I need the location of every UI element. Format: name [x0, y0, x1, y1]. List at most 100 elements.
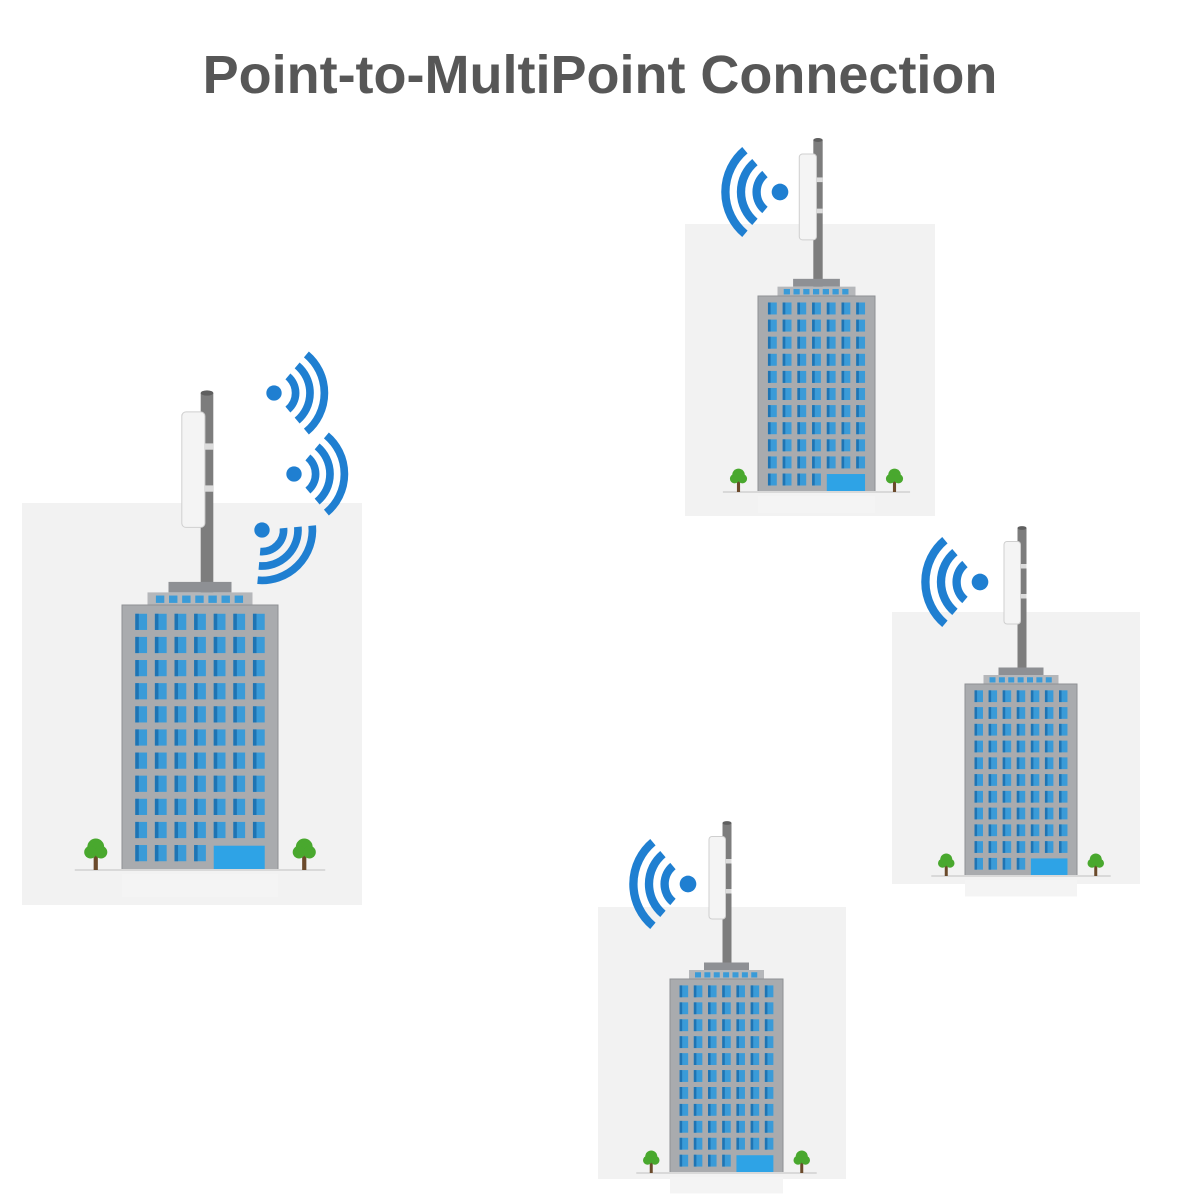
window-shade	[213, 706, 218, 723]
window-shade	[154, 683, 159, 700]
window-shade	[194, 775, 198, 792]
window	[856, 336, 866, 349]
window-shade	[708, 1087, 711, 1099]
tree-crown	[729, 474, 740, 484]
window	[732, 972, 739, 978]
window-shade	[841, 456, 845, 469]
window	[974, 690, 983, 703]
window-shade	[736, 1036, 740, 1049]
window-shade	[693, 1036, 697, 1049]
window	[174, 729, 187, 746]
window-shade	[750, 1002, 754, 1015]
window	[1059, 740, 1068, 753]
window-shade	[974, 723, 978, 736]
window-shade	[1030, 841, 1034, 853]
window-shade	[154, 613, 159, 630]
tree-icon	[793, 1150, 810, 1173]
antenna-pole	[1017, 528, 1027, 684]
page-title: Point-to-MultiPoint Connection	[202, 45, 998, 105]
tree-icon	[1087, 853, 1104, 876]
window	[679, 1137, 689, 1150]
window	[767, 388, 777, 400]
window-shade	[782, 319, 786, 332]
window-shade	[1044, 807, 1048, 820]
window	[812, 319, 821, 332]
window-shade	[722, 1120, 725, 1133]
tree-trunk	[649, 1161, 653, 1173]
window	[988, 757, 998, 770]
window-shade	[154, 775, 159, 792]
door	[826, 474, 866, 492]
window-shade	[797, 456, 801, 469]
window-shade	[856, 456, 859, 469]
window	[797, 422, 807, 435]
window	[783, 288, 790, 295]
antenna-icon	[181, 411, 214, 528]
reflection	[122, 874, 278, 898]
window-shade	[1044, 757, 1048, 770]
window-shade	[974, 757, 978, 770]
window	[826, 388, 836, 400]
window	[1030, 790, 1040, 803]
window-shade	[693, 1137, 697, 1150]
window	[767, 456, 777, 469]
window	[856, 319, 866, 332]
window-shade	[1059, 707, 1062, 719]
window	[713, 972, 720, 978]
window-shade	[764, 1103, 768, 1116]
window	[195, 595, 204, 603]
window-shade	[693, 1154, 697, 1167]
window-shade	[736, 1087, 740, 1099]
window	[154, 683, 167, 700]
window-shade	[826, 422, 830, 435]
window-shade	[213, 798, 218, 815]
window-shade	[767, 319, 771, 332]
window	[1016, 707, 1026, 719]
window-shade	[750, 1053, 754, 1065]
window-shade	[135, 775, 139, 792]
window	[750, 1036, 760, 1049]
tree-crown	[945, 858, 955, 868]
window	[767, 370, 777, 383]
window	[736, 985, 745, 998]
window	[764, 1036, 774, 1049]
antenna-body	[798, 153, 817, 241]
window	[213, 613, 226, 630]
tree-crown	[1087, 858, 1097, 868]
window	[679, 985, 689, 998]
window	[194, 798, 206, 815]
window	[1059, 790, 1068, 803]
window-shade	[988, 757, 992, 770]
window	[974, 723, 983, 736]
window-shade	[826, 439, 830, 452]
window	[154, 613, 167, 630]
window	[1002, 841, 1012, 853]
antenna-bracket	[1020, 564, 1027, 569]
window	[974, 841, 983, 853]
window-shade	[722, 1070, 725, 1082]
window	[782, 388, 792, 400]
window	[722, 985, 731, 998]
window-shade	[1002, 807, 1006, 820]
window-shade	[1059, 824, 1062, 837]
antenna-bracket	[725, 859, 732, 864]
window-shade	[797, 336, 801, 349]
window-shade	[135, 706, 139, 723]
signal-arc	[257, 525, 317, 585]
window	[135, 613, 148, 630]
window-shade	[856, 336, 859, 349]
window-shade	[1016, 824, 1020, 837]
window	[1017, 677, 1024, 683]
window	[135, 752, 148, 769]
window-shade	[194, 798, 198, 815]
window-shade	[679, 1103, 683, 1116]
window	[812, 336, 821, 349]
window	[767, 473, 777, 486]
window-shade	[174, 613, 179, 630]
window	[1016, 841, 1026, 853]
window-shade	[1059, 690, 1062, 703]
window-shade	[797, 439, 801, 452]
window	[233, 660, 246, 677]
antenna-body	[1003, 541, 1021, 625]
window	[1044, 824, 1054, 837]
